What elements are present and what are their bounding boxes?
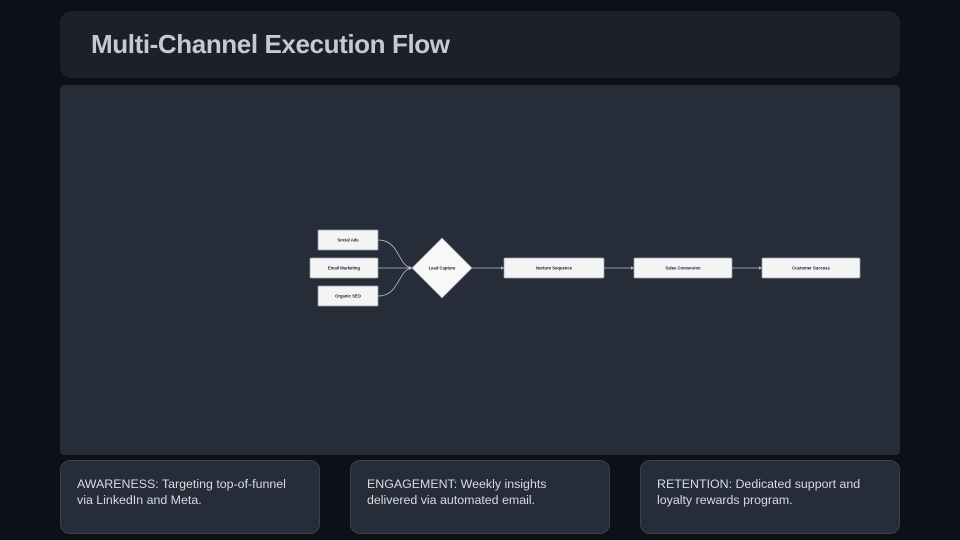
node-label: Email Marketing <box>328 266 361 271</box>
card-engagement: ENGAGEMENT: Weekly insights delivered vi… <box>350 460 610 534</box>
card-retention: RETENTION: Dedicated support and loyalty… <box>640 460 900 534</box>
node-email-marketing[interactable]: Email Marketing <box>309 257 379 279</box>
node-customer-success[interactable]: Customer Success <box>761 257 861 279</box>
header-panel: Multi-Channel Execution Flow <box>60 11 900 78</box>
node-social-ads[interactable]: Social Ads <box>317 229 379 251</box>
edge-social-ads-to-lead-capture <box>377 239 413 270</box>
node-label: Customer Success <box>792 266 830 271</box>
card-text: RETENTION: Dedicated support and loyalty… <box>657 477 861 507</box>
node-label: Social Ads <box>337 238 359 243</box>
flow-diagram: Social Ads Email Marketing Organic SEO L… <box>309 229 861 307</box>
node-sales-conversion[interactable]: Sales Conversion <box>633 257 733 279</box>
page-title: Multi-Channel Execution Flow <box>91 29 450 59</box>
node-lead-capture[interactable]: Lead Capture <box>411 237 473 299</box>
node-label: Sales Conversion <box>665 266 701 271</box>
node-nurture-sequence[interactable]: Nurture Sequence <box>503 257 605 279</box>
card-text: AWARENESS: Targeting top-of-funnel via L… <box>77 477 286 507</box>
node-label: Nurture Sequence <box>536 266 573 271</box>
summary-cards-row: AWARENESS: Targeting top-of-funnel via L… <box>60 460 900 534</box>
node-organic-seo[interactable]: Organic SEO <box>317 285 379 307</box>
diagram-panel: Social Ads Email Marketing Organic SEO L… <box>60 85 900 455</box>
card-text: ENGAGEMENT: Weekly insights delivered vi… <box>367 477 547 507</box>
node-label: Organic SEO <box>335 294 362 299</box>
card-awareness: AWARENESS: Targeting top-of-funnel via L… <box>60 460 320 534</box>
edge-organic-seo-to-lead-capture <box>377 266 413 297</box>
node-label: Lead Capture <box>429 266 456 271</box>
diagram-edges <box>377 239 763 297</box>
